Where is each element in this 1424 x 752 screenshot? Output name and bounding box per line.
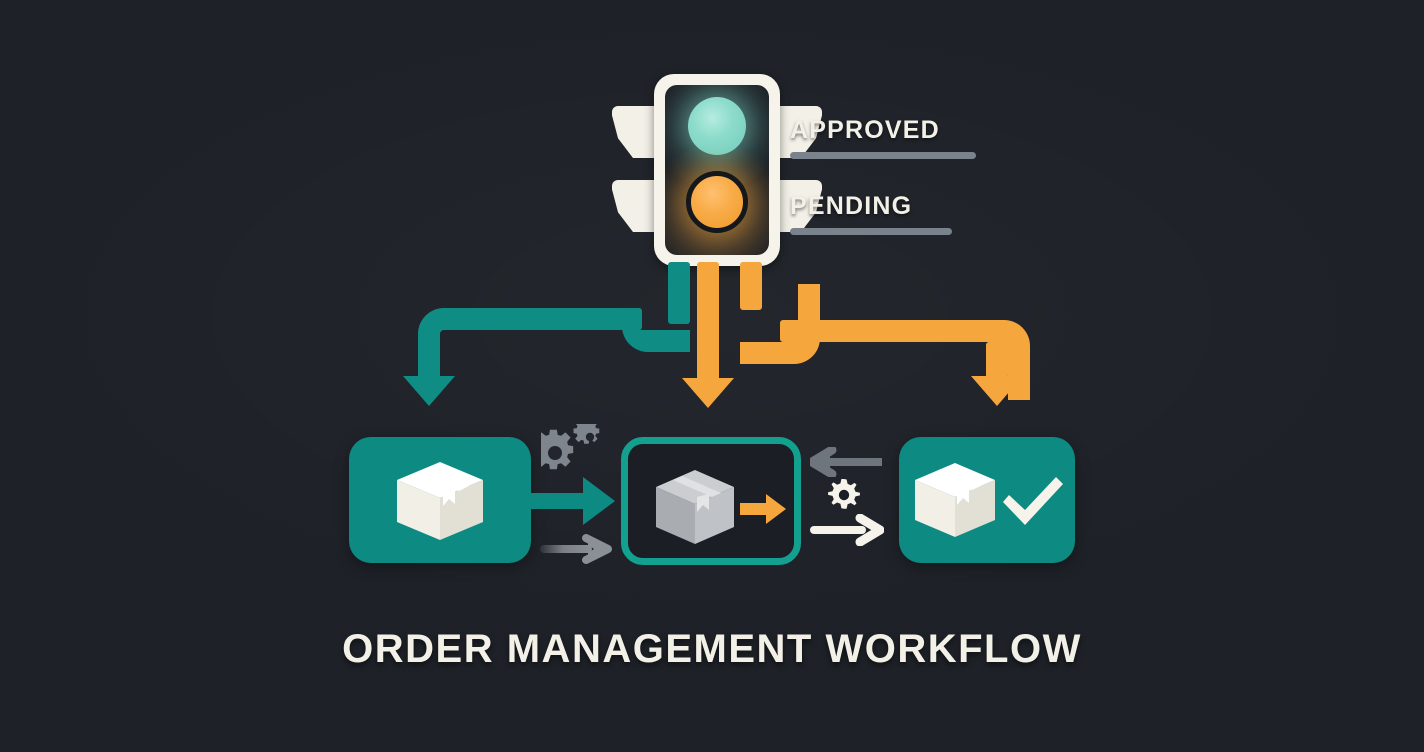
status-pending-label: PENDING	[790, 192, 913, 220]
status-pending-rule	[790, 228, 952, 235]
status-approved: APPROVED	[790, 118, 976, 159]
status-pending: PENDING	[790, 194, 952, 235]
node-processing[interactable]	[349, 437, 531, 563]
arrow-back-icon	[807, 445, 882, 482]
package-icon	[652, 468, 738, 546]
status-approved-label: APPROVED	[790, 116, 940, 144]
arrow-right-icon	[740, 492, 786, 526]
gears-icon	[533, 418, 611, 481]
gear-icon	[827, 478, 861, 517]
approved-lamp	[688, 97, 746, 155]
status-approved-rule	[790, 152, 976, 159]
traffic-light-panel	[665, 85, 769, 255]
page-title: ORDER MANAGEMENT WORKFLOW	[342, 627, 1082, 671]
traffic-light-housing	[654, 74, 780, 266]
package-icon	[911, 461, 999, 539]
arrow-a-to-b-icon	[531, 473, 615, 534]
pending-lamp	[686, 171, 748, 233]
arrow-forward-icon	[810, 513, 885, 551]
node-complete[interactable]	[899, 437, 1075, 563]
node-review[interactable]	[621, 437, 801, 565]
check-icon	[999, 474, 1067, 530]
traffic-light	[612, 74, 822, 266]
package-icon	[393, 460, 487, 542]
arrow-a-to-b-secondary-icon	[538, 534, 614, 569]
